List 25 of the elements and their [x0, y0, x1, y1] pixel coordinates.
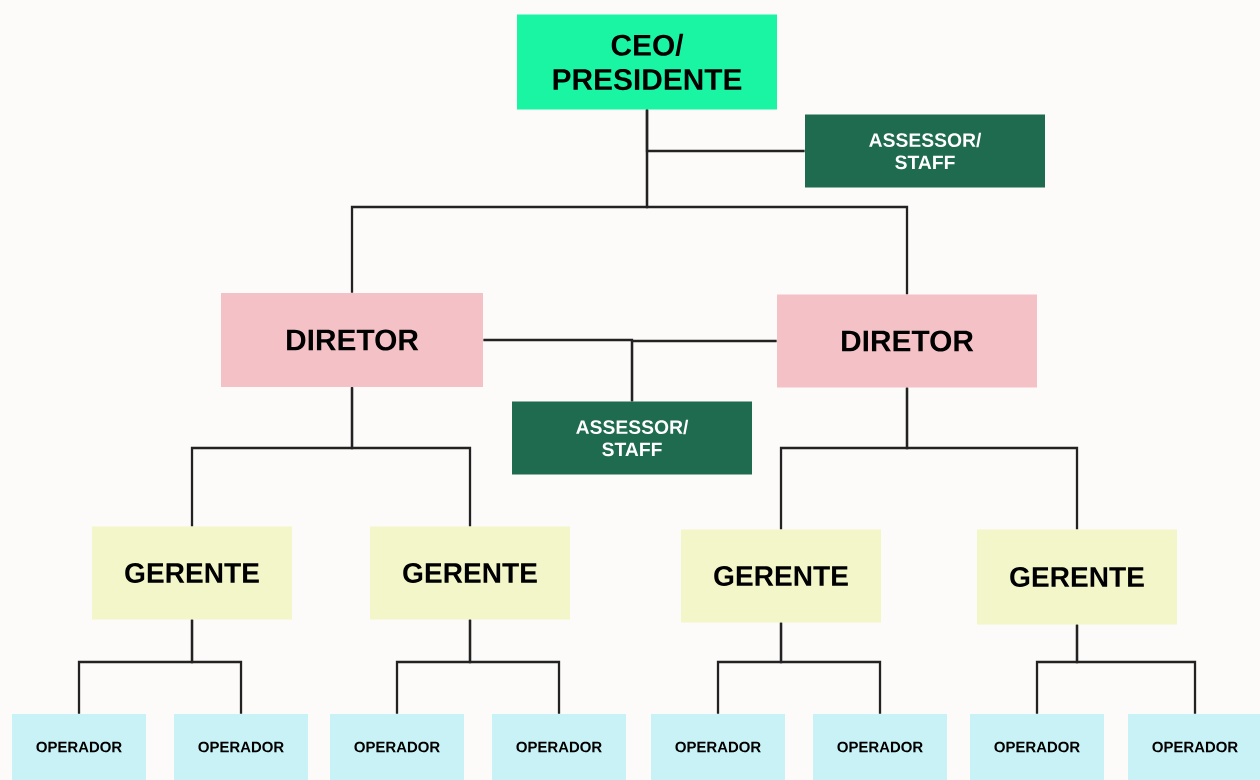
director-box: DIRETOR [777, 294, 1037, 388]
director-box: DIRETOR [221, 293, 483, 387]
manager-box: GERENTE [370, 526, 570, 620]
connector-line [350, 387, 472, 527]
manager-box: GERENTE [92, 526, 292, 620]
staff-box: ASSESSOR/ STAFF [512, 401, 752, 475]
connector-line [905, 387, 1079, 530]
operator-box: OPERADOR [813, 714, 947, 780]
operator-box: OPERADOR [174, 714, 308, 780]
operator-box: OPERADOR [1128, 714, 1260, 780]
connector-line [645, 109, 909, 295]
connector-line [779, 622, 882, 714]
operator-box: OPERADOR [651, 714, 785, 780]
staff-box: ASSESSOR/ STAFF [805, 114, 1045, 188]
manager-box: GERENTE [681, 529, 881, 623]
operator-box: OPERADOR [12, 714, 146, 780]
connector-line [630, 339, 777, 402]
connector-line [468, 619, 561, 714]
operator-box: OPERADOR [330, 714, 464, 780]
operator-box: OPERADOR [970, 714, 1104, 780]
connector-line [1075, 624, 1197, 714]
ceo-box: CEO/ PRESIDENTE [517, 14, 777, 110]
connector-line [190, 619, 243, 714]
manager-box: GERENTE [977, 529, 1177, 625]
operator-box: OPERADOR [492, 714, 626, 780]
